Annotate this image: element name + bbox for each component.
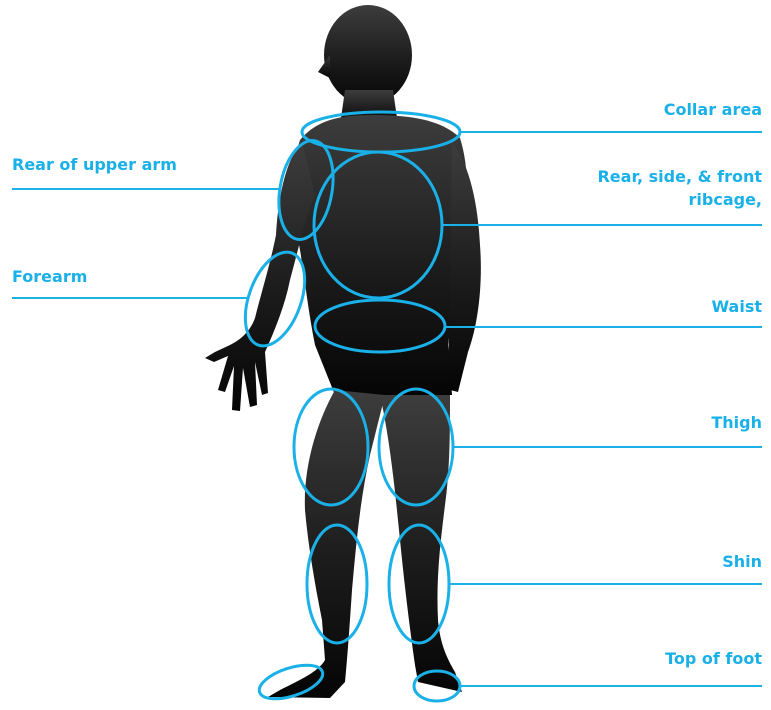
silhouette-right-arm: [448, 142, 481, 392]
silhouette-face: [318, 55, 330, 78]
collar-label: Collar area: [664, 100, 762, 120]
human-silhouette: [205, 5, 481, 698]
shin-label: Shin: [722, 552, 762, 572]
upper-arm-label: Rear of upper arm: [12, 155, 177, 175]
ribcage-label-line2: ribcage,: [689, 190, 763, 210]
forearm-label: Forearm: [12, 267, 87, 287]
silhouette-right-leg: [380, 395, 462, 692]
ribcage-label-line1: Rear, side, & front: [597, 167, 762, 187]
waist-label: Waist: [711, 297, 762, 317]
foot-label: Top of foot: [665, 649, 762, 669]
silhouette-left-arm: [205, 142, 315, 411]
thigh-label: Thigh: [711, 413, 762, 433]
